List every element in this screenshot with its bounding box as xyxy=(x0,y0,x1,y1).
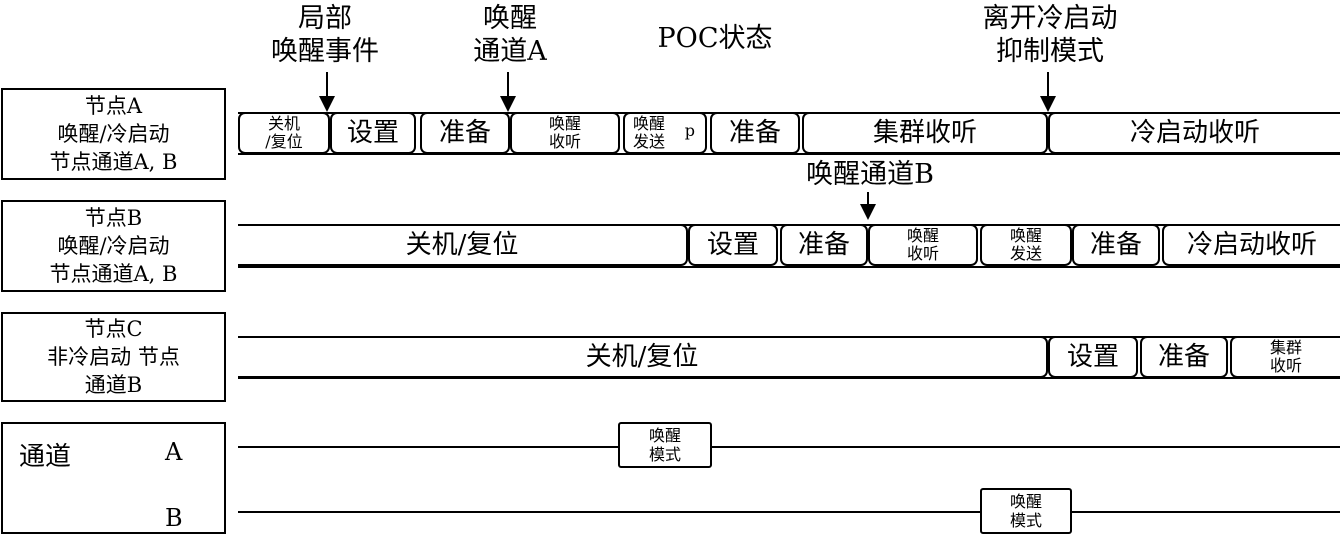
segment-label: 收听 xyxy=(548,132,581,151)
node-a-timeline-bottom xyxy=(238,153,1340,155)
node-c-label-line: 节点C xyxy=(84,317,143,341)
segment-label: 准备 xyxy=(797,230,850,260)
node-b-timeline-bottom xyxy=(238,266,1340,268)
segment-tag: p xyxy=(684,121,695,140)
mode-label: 模式 xyxy=(1009,511,1042,530)
node-b-label-line: 节点B xyxy=(84,206,143,230)
segment-label: 设置 xyxy=(346,118,399,148)
segment-label: 唤醒 xyxy=(1009,226,1042,245)
segment-label: /复位 xyxy=(265,132,303,151)
node-c-state-ready: 准备 xyxy=(1140,336,1228,378)
annotation-line: 离开冷启动 xyxy=(982,3,1118,34)
channel-b-line xyxy=(238,511,1340,513)
segment-label: 冷启动收听 xyxy=(1129,118,1260,148)
annotation-leave-coldstart-inhibit: 离开冷启动 抑制模式 xyxy=(950,2,1150,68)
segment-label: 设置 xyxy=(706,230,759,260)
node-a-label-box: 节点A 唤醒/冷启动 节点通道A, B xyxy=(1,88,226,180)
node-b-label-line: 唤醒/冷启动 xyxy=(57,234,170,258)
node-a-state-integration-listen: 集群收听 xyxy=(802,112,1048,154)
node-b-state-off-reset: 关机/复位 xyxy=(238,224,688,266)
segment-label: 冷启动收听 xyxy=(1186,230,1317,260)
channel-b-wakeup-mode: 唤醒 模式 xyxy=(980,488,1072,534)
segment-label: 关机/复位 xyxy=(405,230,519,260)
node-a-state-ready-2: 准备 xyxy=(710,112,800,154)
node-c-state-config: 设置 xyxy=(1048,336,1138,378)
node-a-state-wakeup-send: 唤醒 发送 p xyxy=(623,112,707,154)
mode-label: 模式 xyxy=(648,445,681,464)
annotation-line: 唤醒通道B xyxy=(806,159,934,190)
annotation-line: 抑制模式 xyxy=(996,36,1104,67)
node-c-label-line: 通道B xyxy=(84,373,143,397)
node-a-label-line: 节点通道A, B xyxy=(49,150,178,174)
segment-label: 设置 xyxy=(1066,342,1119,372)
node-b-state-wakeup-listen: 唤醒 收听 xyxy=(868,224,978,266)
annotation-wakeup-channel-b: 唤醒通道B xyxy=(785,158,955,191)
segment-label: 集群 xyxy=(1269,338,1302,357)
annotation-line: 唤醒事件 xyxy=(271,36,379,67)
segment-label: 准备 xyxy=(1089,230,1142,260)
node-a-state-off-reset: 关机 /复位 xyxy=(238,112,330,154)
segment-label: 收听 xyxy=(906,244,939,263)
channel-a-line xyxy=(238,446,1340,448)
channel-a-wakeup-mode: 唤醒 模式 xyxy=(618,422,712,468)
segment-label: 关机/复位 xyxy=(585,342,699,372)
annotation-line: 局部 xyxy=(298,3,352,34)
mode-label: 唤醒 xyxy=(648,426,681,445)
node-c-state-integration-listen: 集群 收听 xyxy=(1230,336,1340,378)
annotation-poc-state: POC状态 xyxy=(630,22,800,55)
segment-label: 唤醒 xyxy=(548,114,581,133)
node-b-label-line: 节点通道A, B xyxy=(49,262,178,286)
segment-label: 唤醒 xyxy=(906,226,939,245)
channel-label-box: 通道 A B xyxy=(1,422,226,534)
channel-a-label: A xyxy=(165,438,183,466)
segment-label: 关机 xyxy=(267,114,300,133)
node-b-state-config: 设置 xyxy=(688,224,778,266)
node-b-state-wakeup-send: 唤醒 发送 xyxy=(980,224,1072,266)
node-a-state-wakeup-listen: 唤醒 收听 xyxy=(510,112,620,154)
segment-label: 发送 xyxy=(1009,244,1042,263)
node-b-state-coldstart-listen: 冷启动收听 xyxy=(1162,224,1340,266)
segment-label: 准备 xyxy=(438,118,491,148)
node-c-label-box: 节点C 非冷启动 节点 通道B xyxy=(1,312,226,402)
node-a-label-line: 节点A xyxy=(84,94,143,118)
node-c-timeline-bottom xyxy=(238,377,1340,379)
node-a-state-config: 设置 xyxy=(330,112,416,154)
annotation-wakeup-channel-a: 唤醒 通道A xyxy=(450,2,570,68)
channel-b-label: B xyxy=(165,504,183,532)
segment-label: 唤醒 xyxy=(633,114,666,133)
node-a-state-ready: 准备 xyxy=(420,112,510,154)
node-a-state-coldstart-listen: 冷启动收听 xyxy=(1048,112,1340,154)
annotation-line: 通道A xyxy=(473,36,547,67)
node-b-state-ready-2: 准备 xyxy=(1072,224,1160,266)
node-b-state-ready: 准备 xyxy=(780,224,868,266)
segment-label: 发送 xyxy=(633,132,666,151)
segment-label: 集群收听 xyxy=(872,118,977,148)
node-c-state-off-reset: 关机/复位 xyxy=(238,336,1048,378)
segment-label: 准备 xyxy=(1157,342,1210,372)
channel-title: 通道 xyxy=(19,442,72,472)
node-a-label-line: 唤醒/冷启动 xyxy=(57,122,170,146)
mode-label: 唤醒 xyxy=(1009,492,1042,511)
segment-label: 收听 xyxy=(1269,356,1302,375)
annotation-line: 唤醒 xyxy=(483,3,537,34)
annotation-line: POC状态 xyxy=(657,23,773,54)
segment-label: 准备 xyxy=(728,118,781,148)
node-b-label-box: 节点B 唤醒/冷启动 节点通道A, B xyxy=(1,200,226,292)
annotation-local-wakeup-event: 局部 唤醒事件 xyxy=(250,2,400,68)
node-c-label-line: 非冷启动 节点 xyxy=(47,345,180,369)
